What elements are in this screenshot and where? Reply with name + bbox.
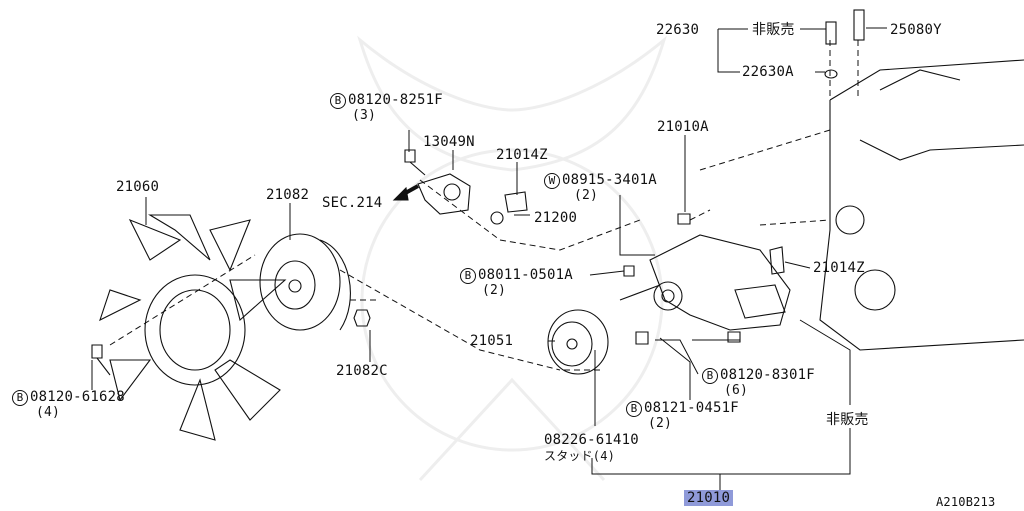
label-21051: 21051	[470, 333, 514, 349]
fan-blade-assembly	[99, 214, 287, 441]
thermostat-housing	[417, 173, 471, 215]
label-13049n: 13049N	[423, 134, 475, 150]
label-25080y: 25080Y	[890, 22, 942, 38]
label-21082c: 21082C	[336, 363, 388, 379]
qty-08011-0501a: (2)	[482, 283, 507, 298]
qty-08226-61410: スタッド(4)	[544, 449, 616, 463]
label-not-sold-bottom: 非販売	[826, 412, 869, 428]
plug-22630	[825, 21, 837, 45]
label-08226-61410: 08226-61410	[544, 432, 639, 448]
qty-08120-8251f: (3)	[352, 108, 377, 123]
sensor-21014z-right	[769, 246, 785, 275]
part-number: 08120-61628	[30, 389, 125, 405]
washer-22630a	[824, 69, 838, 79]
sensor-25080y	[853, 9, 865, 41]
label-21010a: 21010A	[657, 119, 709, 135]
part-number: 08121-0451F	[644, 400, 739, 416]
label-sec214: SEC.214	[322, 195, 383, 211]
part-number: 08120-8251F	[348, 92, 443, 108]
qty-08120-61628: (4)	[36, 405, 61, 420]
fan-clutch	[259, 233, 351, 331]
pulley	[547, 309, 609, 375]
part-number: 08120-8301F	[720, 367, 815, 383]
qty-08121-0451f: (2)	[648, 416, 673, 431]
arrow-head-icon	[392, 186, 409, 201]
qty-08915-3401a: (2)	[574, 188, 599, 203]
label-21082: 21082	[266, 187, 310, 203]
label-21010-main[interactable]: 21010	[684, 490, 734, 506]
nut-21082c	[353, 309, 371, 327]
qty-08120-8301f: (6)	[724, 383, 749, 398]
bolt-mark-icon: B	[702, 368, 718, 384]
label-21014z-top: 21014Z	[496, 147, 548, 163]
part-number: 08915-3401A	[562, 172, 657, 188]
label-21060: 21060	[116, 179, 160, 195]
leader-lines	[91, 27, 887, 490]
water-pump	[649, 234, 791, 331]
highlighted-part-number[interactable]: 21010	[684, 490, 734, 506]
dashed-assembly-lines	[109, 40, 859, 371]
label-21200: 21200	[534, 210, 578, 226]
label-22630: 22630	[656, 22, 700, 38]
bolt-mark-icon: B	[460, 268, 476, 284]
part-number: 08011-0501A	[478, 267, 573, 283]
fitting-21200	[490, 211, 504, 225]
temperature-sensor	[504, 191, 528, 213]
bolt-icons	[91, 149, 741, 376]
engine-block	[819, 59, 1024, 351]
bolt-mark-icon: B	[12, 390, 28, 406]
label-22630a: 22630A	[742, 64, 794, 80]
label-not-sold-top: 非販売	[752, 22, 795, 38]
bolt-mark-icon: B	[626, 401, 642, 417]
washer-mark-icon: W	[544, 173, 560, 189]
label-21014z-right: 21014Z	[813, 260, 865, 276]
bolt-mark-icon: B	[330, 93, 346, 109]
diagram-id: A210B213	[936, 495, 996, 509]
